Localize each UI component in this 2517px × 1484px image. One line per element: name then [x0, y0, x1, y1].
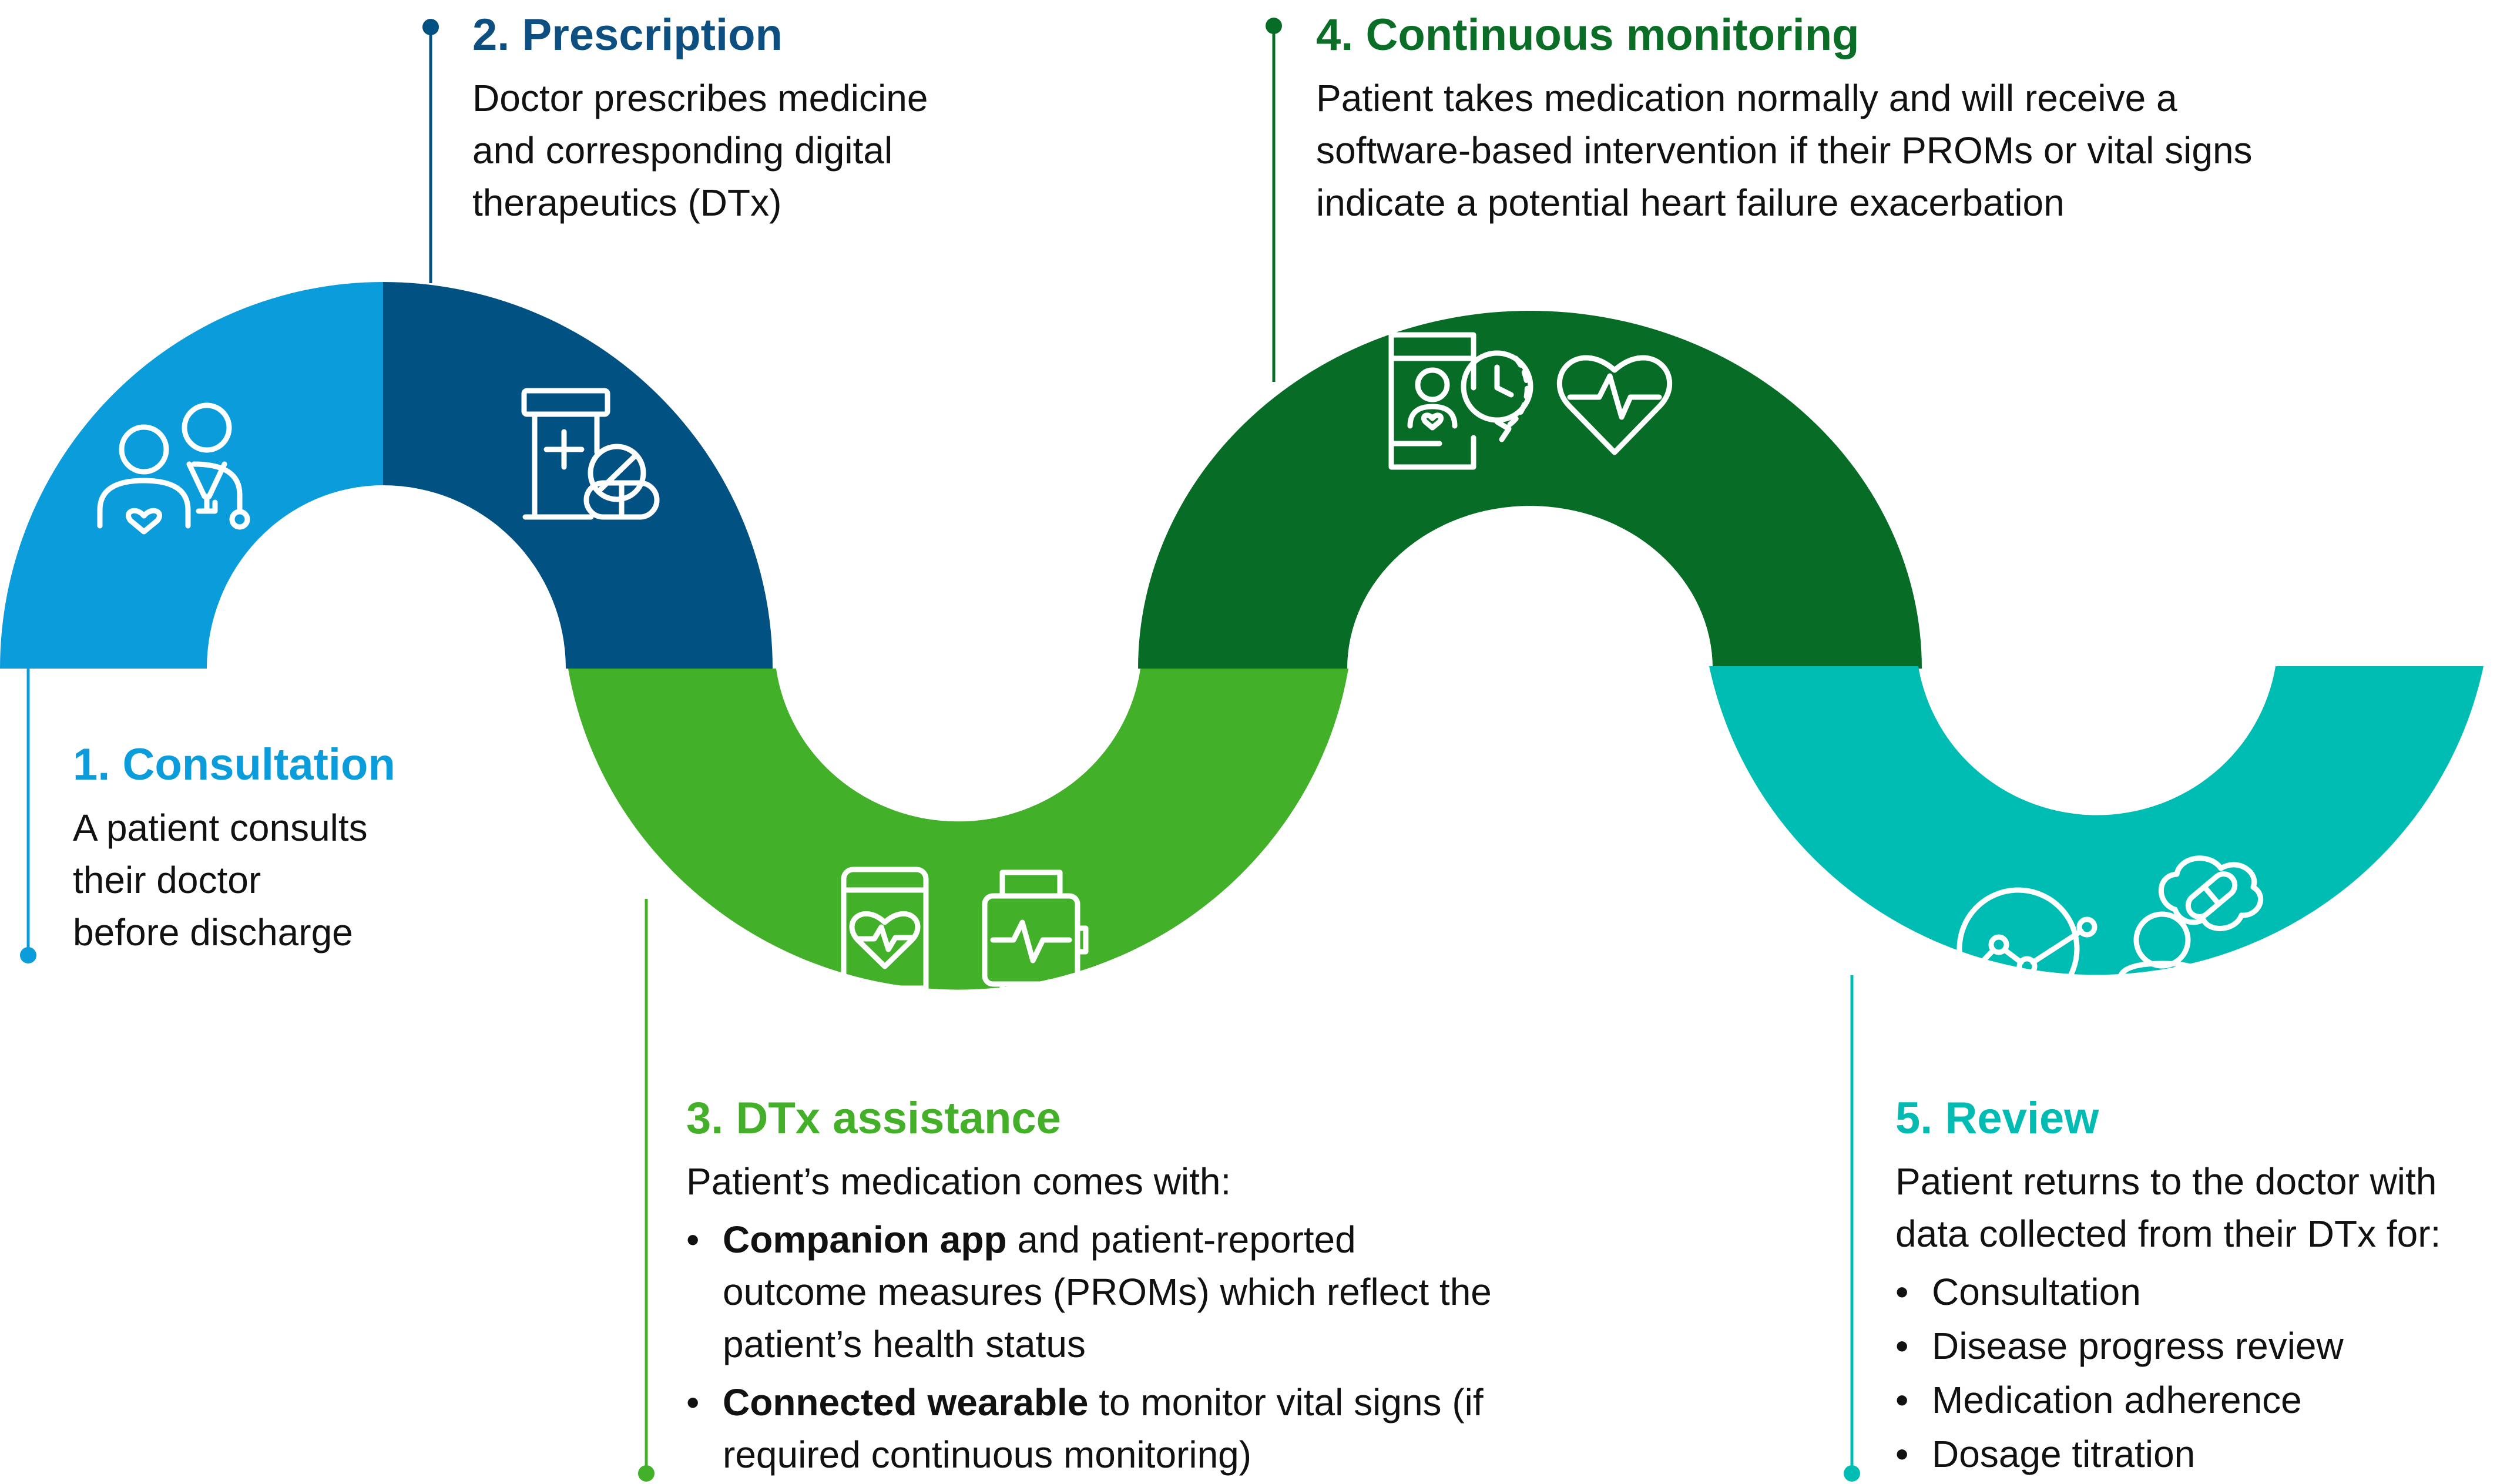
- step-intro: Patient’s medication comes with:: [686, 1160, 1231, 1203]
- connector-consultation: [20, 669, 36, 963]
- feature-list: Companion app and patient-reported outco…: [686, 1214, 1685, 1481]
- step-continuous-monitoring: 4. Continuous monitoring Patient takes m…: [1316, 8, 2432, 229]
- connector-review: [1844, 975, 1860, 1482]
- step-description-line: Patient takes medication normally and wi…: [1316, 77, 2177, 120]
- step-description-line: before discharge: [73, 911, 353, 954]
- feature-text: required continuous monitoring): [723, 1433, 1252, 1476]
- step-dtx-assistance: 3. DTx assistance Patient’s medication c…: [686, 1092, 1685, 1481]
- medicine-bottle-pill-icon: [521, 388, 660, 520]
- step-description-line: and corresponding digital: [472, 129, 893, 172]
- step-description-line: data collected from their DTx for:: [1895, 1213, 2441, 1255]
- connector-continuous-monitoring: [1266, 18, 1282, 382]
- step-title: 2. Prescription: [472, 10, 783, 60]
- segment-continuous-monitoring: [1138, 311, 1922, 669]
- heart-pulse-icon: [1556, 355, 1673, 455]
- step-description-line: their doctor: [73, 859, 261, 902]
- patient-thinking-pill-icon: [2117, 855, 2263, 1000]
- step-description-line: therapeutics (DTx): [472, 182, 782, 224]
- step-description-line: software-based intervention if their PRO…: [1316, 129, 2253, 172]
- segment-dtx-assistance: [568, 669, 1348, 990]
- doctor-stethoscope-icon: [182, 402, 250, 530]
- step-prescription: 2. Prescription Doctor prescribes medici…: [472, 8, 1119, 229]
- list-item: Medication adherence: [1895, 1374, 2506, 1426]
- smartphone-heart-icon: [841, 867, 929, 1013]
- review-list: Consultation Disease progress review Med…: [1895, 1266, 2506, 1480]
- step-consultation: 1. Consultation A patient consults their…: [73, 738, 519, 959]
- segment-prescription: [383, 282, 773, 669]
- step-description-line: indicate a potential heart failure exace…: [1316, 182, 2065, 224]
- step-title: 4. Continuous monitoring: [1316, 10, 1860, 60]
- feature-text: patient’s health status: [723, 1323, 1086, 1366]
- list-item: Consultation: [1895, 1266, 2506, 1318]
- step-title: 3. DTx assistance: [686, 1093, 1061, 1143]
- phone-patient-clock-icon: [1388, 332, 1533, 470]
- step-title: 1. Consultation: [73, 740, 395, 790]
- step-description-line: Doctor prescribes medicine: [472, 77, 928, 120]
- feature-text: to monitor vital signs (if: [1088, 1381, 1484, 1424]
- step-title: 5. Review: [1895, 1093, 2099, 1143]
- feature-name: Connected wearable: [723, 1381, 1089, 1424]
- step-description-line: A patient consults: [73, 807, 368, 850]
- connector-prescription: [422, 19, 439, 283]
- segment-consultation: [0, 282, 383, 669]
- trend-chart-icon: [1951, 887, 2098, 1010]
- list-item: Dosage titration: [1895, 1428, 2506, 1480]
- connector-dtx-assistance: [638, 899, 655, 1482]
- patient-icon: [97, 424, 191, 535]
- feature-name: Companion app: [723, 1218, 1007, 1261]
- feature-text: outcome measures (PROMs) which reflect t…: [723, 1271, 1492, 1314]
- step-description-line: Patient returns to the doctor with: [1895, 1160, 2437, 1203]
- segment-review: [1709, 666, 2484, 975]
- smartwatch-pulse-icon: [982, 869, 1089, 1012]
- list-item: Connected wearable to monitor vital sign…: [686, 1376, 1685, 1481]
- list-item: Companion app and patient-reported outco…: [686, 1214, 1685, 1371]
- feature-text: and patient-reported: [1006, 1218, 1356, 1261]
- list-item: Disease progress review: [1895, 1320, 2506, 1372]
- step-review: 5. Review Patient returns to the doctor …: [1895, 1092, 2506, 1480]
